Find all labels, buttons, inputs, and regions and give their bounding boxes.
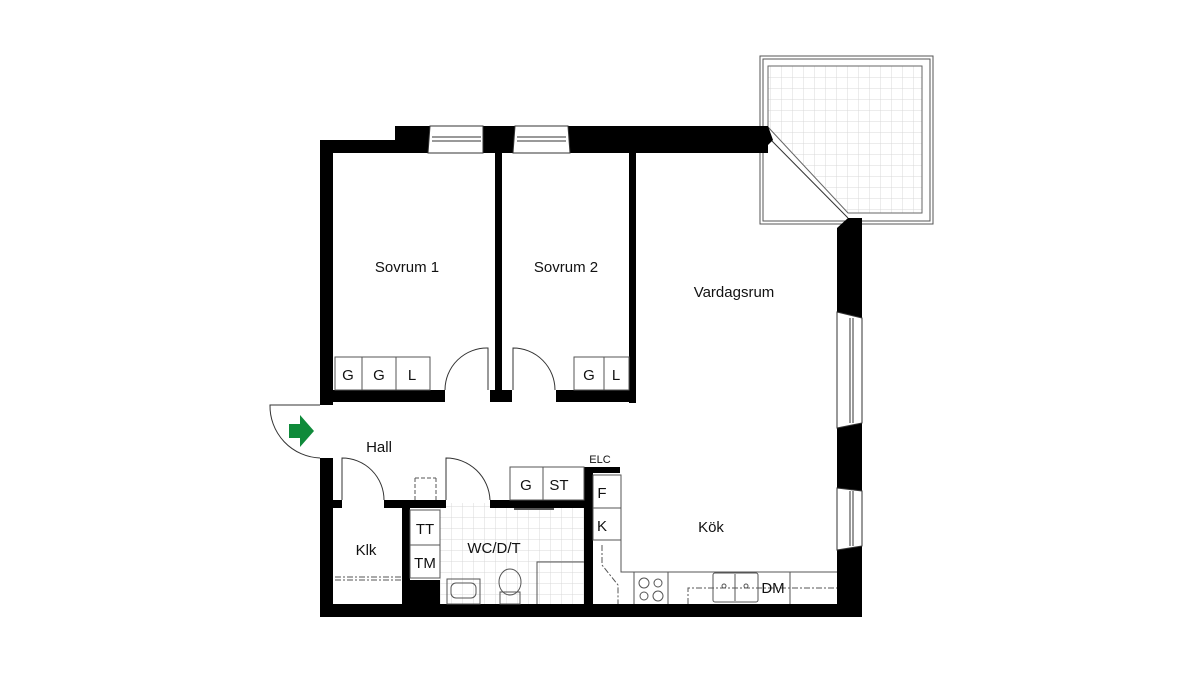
- room-label-wc: WC/D/T: [467, 540, 520, 557]
- fixture-label-elc: ELC: [589, 454, 610, 466]
- entrance-arrow-icon: [289, 415, 314, 447]
- room-label-sovrum2: Sovrum 2: [534, 259, 598, 276]
- fixture-label: TM: [414, 555, 436, 572]
- fixture-label: L: [612, 367, 620, 384]
- fixture-label: G: [520, 477, 532, 494]
- fixture-label: G: [342, 367, 354, 384]
- fixture-label: F: [597, 485, 606, 502]
- fixture-label: DM: [761, 580, 784, 597]
- closets: [334, 356, 837, 605]
- fixture-label: TT: [416, 521, 434, 538]
- room-label-vardagsrum: Vardagsrum: [694, 284, 775, 301]
- fixture-label: ST: [549, 477, 568, 494]
- doors: [269, 347, 556, 501]
- wc-tile-floor: [440, 503, 584, 604]
- room-label-kok: Kök: [698, 519, 724, 536]
- balcony: [759, 55, 934, 225]
- room-label-hall: Hall: [366, 439, 392, 456]
- fixture-label: G: [373, 367, 385, 384]
- room-label-sovrum1: Sovrum 1: [375, 259, 439, 276]
- room-label-klk: Klk: [356, 542, 377, 559]
- fixture-label: L: [408, 367, 416, 384]
- walls: [320, 126, 862, 617]
- fixture-label: G: [583, 367, 595, 384]
- windows: [427, 125, 863, 551]
- fixture-label: K: [597, 518, 607, 535]
